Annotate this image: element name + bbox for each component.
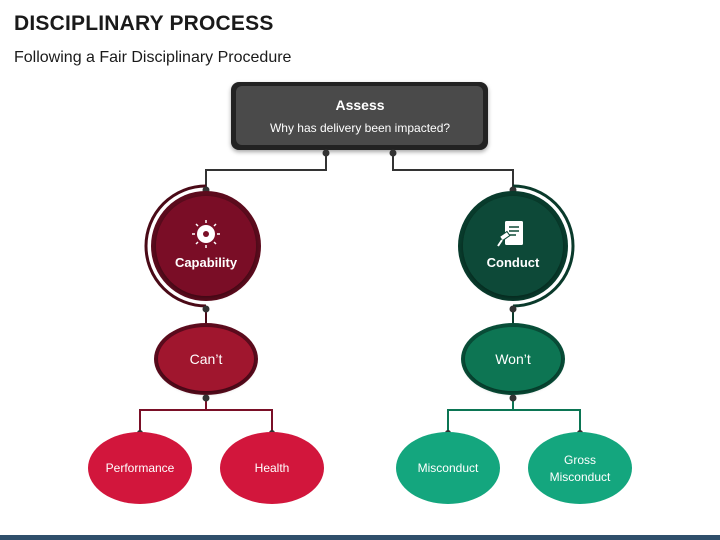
health-node: Health [220, 432, 324, 504]
assess-question: Why has delivery been impacted? [270, 121, 450, 135]
page-subtitle: Following a Fair Disciplinary Procedure [14, 49, 292, 66]
gavel-document-icon [497, 221, 523, 247]
cant-node: Can’t [154, 323, 258, 395]
connector-to-conduct [392, 153, 514, 190]
health-ellipse [220, 432, 324, 504]
conduct-circle [463, 196, 563, 296]
capability-outer-arc [144, 184, 207, 308]
misconduct-label: Misconduct [418, 461, 479, 475]
wont-node: Won’t [461, 323, 565, 395]
performance-ellipse [88, 432, 192, 504]
conduct-node: Conduct [458, 184, 575, 308]
page-title: DISCIPLINARY PROCESS [14, 12, 274, 35]
assess-node: Assess Why has delivery been impacted? [231, 82, 488, 150]
conduct-label: Conduct [487, 255, 540, 270]
connector-dot-right [389, 149, 397, 157]
connector-dot-left [322, 149, 330, 157]
gross-misconduct-label-line2: Misconduct [550, 470, 611, 484]
connector-to-capability [205, 153, 327, 190]
wont-label: Won’t [495, 351, 531, 367]
bottom-accent-bar [0, 535, 720, 540]
misconduct-ellipse [396, 432, 500, 504]
health-label: Health [255, 461, 290, 475]
brain-gear-icon [192, 220, 220, 248]
conduct-bottom-dot [509, 305, 517, 313]
cant-label: Can’t [190, 351, 223, 367]
misconduct-node: Misconduct [396, 432, 500, 504]
assess-box-inner [236, 86, 483, 145]
wont-ellipse [465, 327, 561, 391]
capability-bottom-dot [202, 305, 210, 313]
wont-bottom-dot [509, 394, 517, 402]
cant-ellipse [158, 327, 254, 391]
capability-label: Capability [175, 255, 238, 270]
conduct-outer-arc [512, 184, 575, 308]
performance-node: Performance [88, 432, 192, 504]
cant-bottom-dot [202, 394, 210, 402]
assess-title: Assess [335, 97, 384, 113]
gross-misconduct-ellipse [528, 432, 632, 504]
gross-misconduct-node: Gross Misconduct [528, 432, 632, 504]
top-connectors [205, 153, 514, 190]
performance-label: Performance [106, 461, 175, 475]
gross-misconduct-label-line1: Gross [564, 453, 596, 467]
capability-node: Capability [144, 184, 261, 308]
